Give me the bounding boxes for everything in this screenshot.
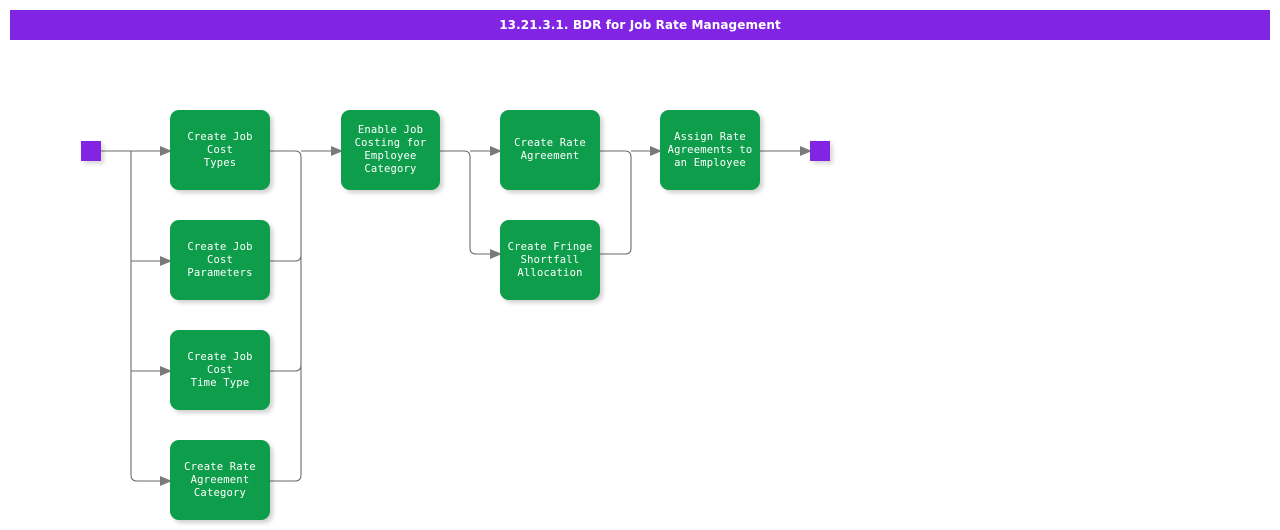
wire-merge-left-category [270,474,302,482]
node-label: Create Fringe Shortfall Allocation [507,240,593,279]
wire-enable-fanout [440,150,490,255]
node-label: Create Job Cost Time Type [187,350,253,389]
end-node[interactable] [810,141,830,161]
node-assign-rate-agreements[interactable]: Assign Rate Agreements to an Employee [660,110,760,190]
node-create-rate-agreement-category[interactable]: Create Rate Agreement Category [170,440,270,520]
node-create-job-cost-parameters[interactable]: Create Job Cost Parameters [170,220,270,300]
node-label: Create Rate Agreement [514,137,586,162]
start-node[interactable] [81,141,101,161]
node-create-rate-agreement[interactable]: Create Rate Agreement [500,110,600,190]
node-label: Create Job Cost Types [187,130,253,169]
diagram-title-bar: 13.21.3.1. BDR for Job Rate Management [10,10,1270,40]
wire-left-trunk [130,151,160,482]
wire-merge-left-parameters [270,254,302,262]
node-create-job-cost-time-type[interactable]: Create Job Cost Time Type [170,330,270,410]
node-create-fringe-shortfall[interactable]: Create Fringe Shortfall Allocation [500,220,600,300]
page-title: 13.21.3.1. BDR for Job Rate Management [499,18,781,32]
wire-merge-left-top [270,150,302,475]
node-label: Create Rate Agreement Category [184,460,256,499]
wire-merge-right [600,150,632,255]
wire-merge-left-timetype [270,364,302,372]
node-label: Assign Rate Agreements to an Employee [667,130,753,169]
node-label: Create Job Cost Parameters [187,240,253,279]
node-create-job-cost-types[interactable]: Create Job Cost Types [170,110,270,190]
node-label: Enable Job Costing for Employee Category [354,124,427,175]
node-enable-job-costing[interactable]: Enable Job Costing for Employee Category [341,110,440,190]
